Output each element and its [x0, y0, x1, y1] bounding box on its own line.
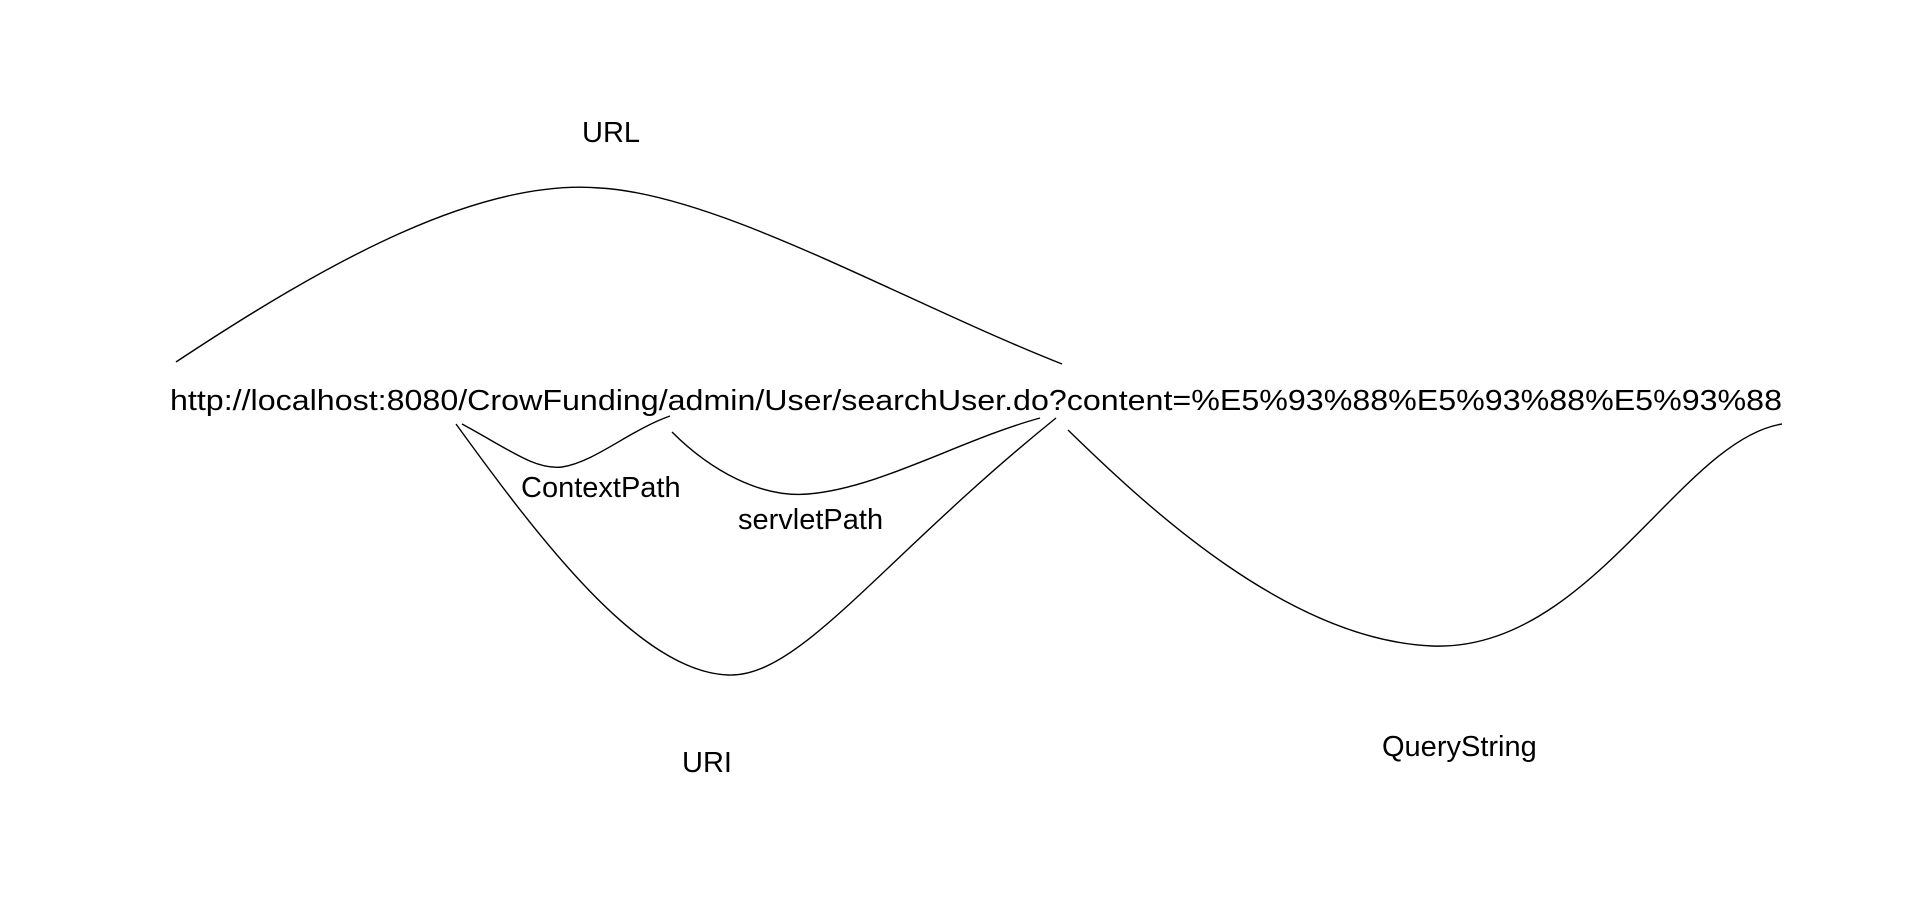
uri-brace-curve [455, 417, 1057, 676]
url-brace-curve [175, 186, 1063, 365]
url-label: URL [582, 117, 640, 149]
uri-label: URI [682, 747, 732, 779]
servlet-path-brace-curve [671, 417, 1041, 496]
url-string: http://localhost:8080/CrowFunding/admin/… [170, 385, 1782, 417]
context-path-label: ContextPath [521, 472, 681, 504]
context-path-brace-curve [461, 415, 671, 468]
query-string-label: QueryString [1382, 731, 1537, 763]
servlet-path-label: servletPath [738, 504, 883, 536]
query-string-brace-curve [1067, 423, 1783, 647]
